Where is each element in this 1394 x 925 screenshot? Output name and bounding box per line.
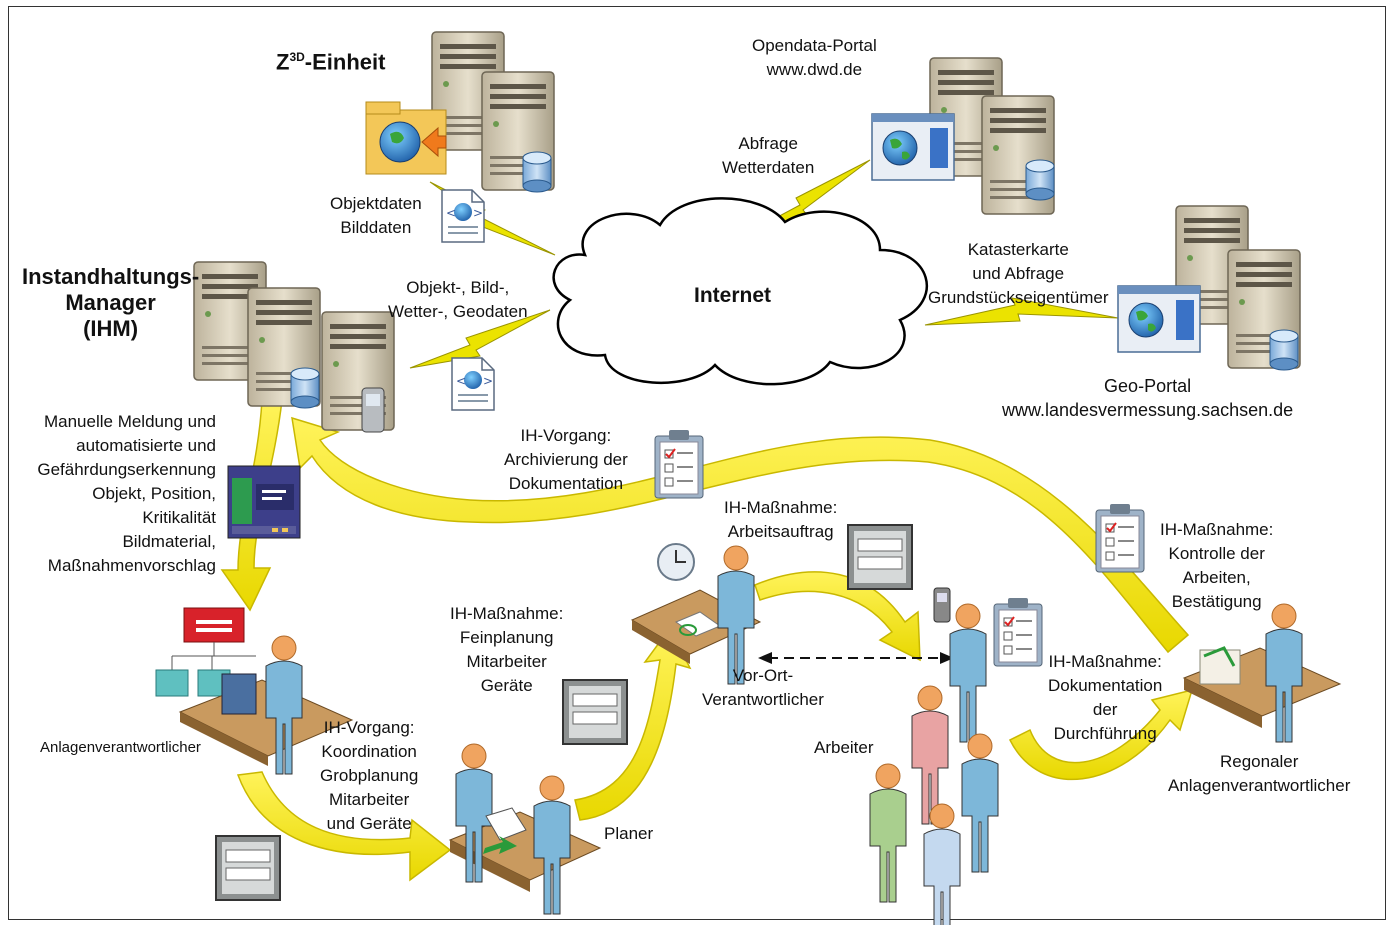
worker-phone-icon	[933, 587, 951, 623]
internet-label: Internet	[694, 284, 772, 307]
ihm-servers	[193, 261, 395, 433]
dashed-double-arrow	[758, 652, 954, 664]
geo-servers	[1117, 205, 1301, 371]
mobile-phone-icon	[361, 387, 385, 433]
clipboard-icon-dokumentation	[993, 597, 1043, 667]
monitor-dialog-icon	[227, 465, 301, 539]
geodaten-label: Objekt-, Bild-,Wetter-, Geodaten	[388, 278, 528, 321]
arbeiter-label: Arbeiter	[814, 738, 874, 757]
form-icon-feinplanung	[562, 679, 628, 745]
internet-cloud	[552, 197, 928, 386]
arbeitsauftrag-label: IH-Maßnahme:Arbeitsauftrag	[724, 498, 838, 541]
clipboard-icon-archivierung	[654, 429, 704, 499]
document-icon-geodaten	[451, 357, 495, 411]
clipboard-icon-kontrolle	[1095, 503, 1145, 573]
folder-globe-icon	[365, 101, 447, 175]
anlagen-desk-scene	[178, 635, 354, 775]
z3d-servers	[365, 31, 555, 193]
planer-scene	[448, 743, 602, 915]
dwd-servers	[871, 57, 1055, 215]
clock-icon	[657, 543, 695, 581]
arrow-arbeiter-to-regional	[1008, 688, 1194, 781]
z3d-title: Z3D-Einheit	[276, 49, 386, 75]
form-icon-arbeitsauftrag	[847, 524, 913, 590]
regional-desk-scene	[1182, 603, 1342, 743]
vorort-desk-scene	[630, 543, 762, 685]
planer-label: Planer	[604, 824, 654, 843]
arrow-vorort-to-arbeiter	[754, 571, 921, 662]
document-icon-objektdaten	[441, 189, 485, 243]
arrow-regional-to-ihm	[291, 416, 1190, 654]
workers-group	[869, 587, 999, 925]
form-icon-grobplanung	[215, 835, 281, 901]
anlagenverantwortlicher-label: Anlagenverantwortlicher	[40, 739, 201, 756]
vorort-label: Vor-Ort-Verantwortlicher	[702, 666, 824, 709]
ihm-title: Instandhaltungs-Manager(IHM)	[22, 264, 200, 341]
